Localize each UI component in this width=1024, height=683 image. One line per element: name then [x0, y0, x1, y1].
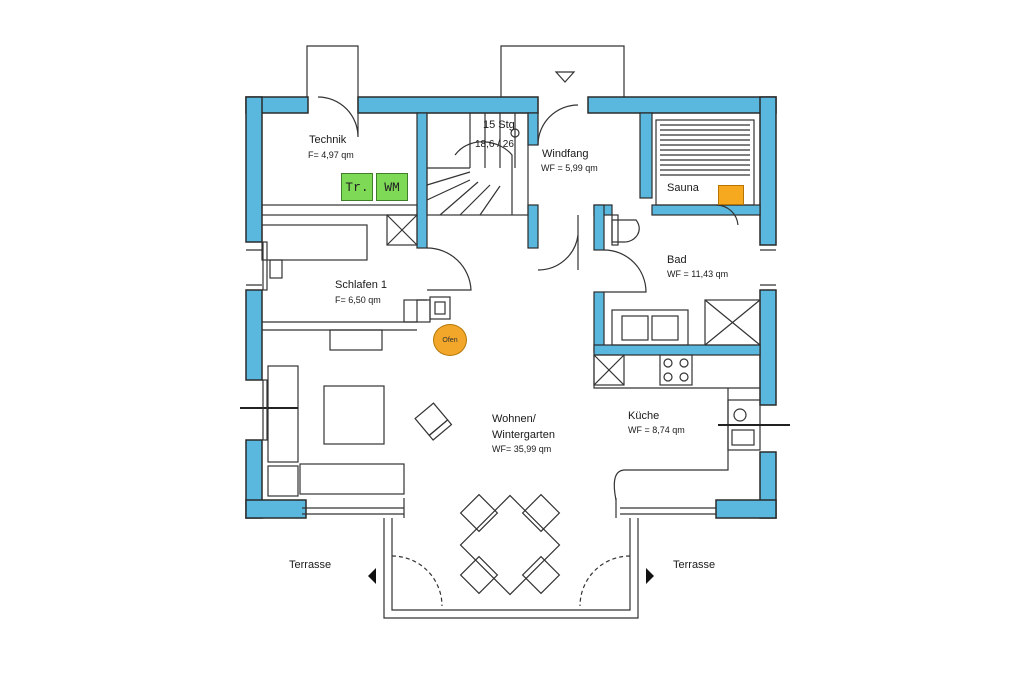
inner-walls — [416, 112, 761, 356]
dryer-appliance: Tr. — [341, 173, 373, 201]
technik-area: F= 4,97 qm — [308, 150, 354, 160]
wohnen-label-line2: Wintergarten — [492, 429, 555, 441]
schlafen-area: F= 6,50 qm — [335, 295, 381, 305]
stairs-dims: 18,6 / 26 — [475, 139, 514, 150]
stove-icon: Ofen — [433, 324, 467, 356]
porch-entry-outline — [500, 45, 625, 97]
washer-appliance: WM — [376, 173, 408, 201]
wohnen-area: WF= 35,99 qm — [492, 444, 552, 454]
bad-label: Bad — [667, 254, 687, 266]
terrace-left-arrow-icon — [368, 568, 376, 584]
windfang-label: Windfang — [542, 148, 589, 160]
kueche-area: WF = 8,74 qm — [628, 425, 685, 435]
sauna-label: Sauna — [667, 182, 699, 194]
porch-left-outline — [306, 45, 359, 97]
bad-area: WF = 11,43 qm — [667, 269, 729, 279]
windfang-area: WF = 5,99 qm — [541, 163, 598, 173]
outer-walls — [245, 96, 777, 519]
sauna-heater — [718, 185, 744, 205]
interior-lines — [240, 96, 790, 619]
kueche-label: Küche — [628, 410, 660, 422]
entry-arrow-icon — [554, 71, 576, 83]
terrace-left-label: Terrasse — [289, 559, 332, 571]
schlafen-label: Schlafen 1 — [335, 279, 387, 291]
stairs-steps: 15 Stg — [483, 119, 515, 131]
terrace-right-arrow-icon — [646, 568, 654, 584]
wohnen-label-line1: Wohnen/ — [492, 413, 536, 425]
technik-label: Technik — [309, 134, 347, 146]
terrace-right-label: Terrasse — [673, 559, 716, 571]
